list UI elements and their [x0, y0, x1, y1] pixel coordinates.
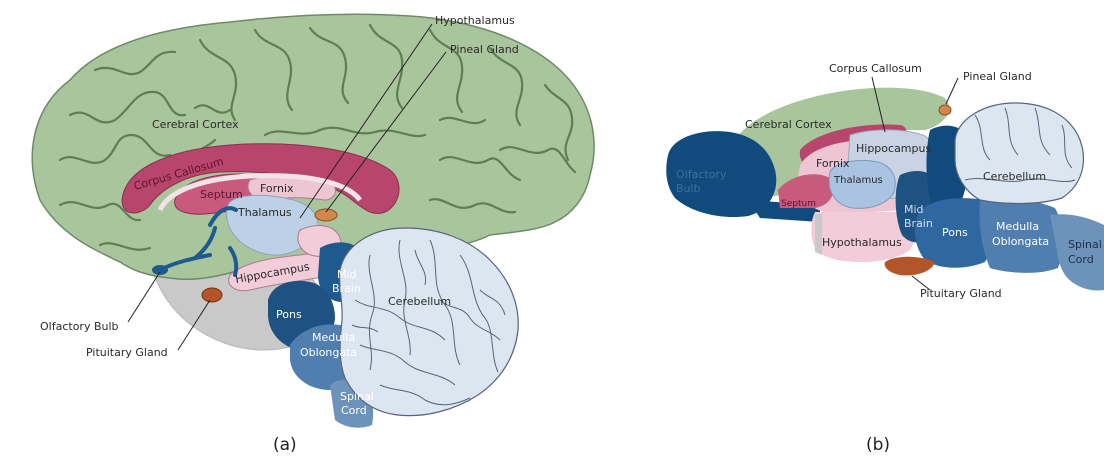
pituitary-gland-b — [885, 257, 935, 276]
label-pons-b: Pons — [942, 226, 968, 239]
label-septum-b: Septum — [781, 199, 816, 209]
label-corpus-callosum-b: Corpus Callosum — [829, 62, 922, 75]
label-spinal-a-2: Cord — [341, 404, 367, 417]
label-fornix-b: Fornix — [816, 157, 850, 170]
label-olfactory-bulb-a: Olfactory Bulb — [40, 320, 119, 333]
label-pituitary-gland-b: Pituitary Gland — [920, 287, 1002, 300]
label-cerebral-cortex-a: Cerebral Cortex — [152, 118, 239, 131]
lead-pineal-b — [946, 78, 958, 104]
panel-a-human-brain: Cerebral Cortex Corpus Callosum Septum F… — [32, 14, 594, 455]
label-hippocampus-b: Hippocampus — [856, 142, 931, 155]
label-olfactory-b-2: Bulb — [676, 182, 701, 195]
cerebellum-b — [955, 103, 1083, 204]
label-hypothalamus-b: Hypothalamus — [822, 236, 902, 249]
label-spinal-b-1: Spinal — [1068, 238, 1102, 251]
label-hypothalamus-a: Hypothalamus — [435, 14, 515, 27]
label-pineal-gland-a: Pineal Gland — [450, 43, 519, 56]
label-medulla-b-1: Medulla — [996, 220, 1039, 233]
label-mid-brain-a-2: Brain — [332, 282, 361, 295]
label-pituitary-gland-a: Pituitary Gland — [86, 346, 168, 359]
label-cerebral-cortex-b: Cerebral Cortex — [745, 118, 832, 131]
label-mid-brain-b-2: Brain — [904, 217, 933, 230]
label-cerebellum-b: Cerebellum — [983, 170, 1046, 183]
label-cerebellum-a: Cerebellum — [388, 295, 451, 308]
panel-b-rodent-brain: Corpus Callosum Pineal Gland Cerebral Co… — [666, 62, 1104, 455]
label-spinal-a-1: Spinal — [340, 390, 374, 403]
label-thalamus-a: Thalamus — [237, 206, 292, 219]
caption-a: (a) — [273, 435, 297, 455]
cerebellum — [340, 228, 519, 416]
label-spinal-b-2: Cord — [1068, 253, 1094, 266]
label-medulla-a-1: Medulla — [312, 331, 355, 344]
label-olfactory-b-1: Olfactory — [676, 168, 727, 181]
label-septum-a: Septum — [200, 188, 243, 201]
label-mid-brain-b-1: Mid — [904, 203, 924, 216]
label-medulla-a-2: Oblongata — [300, 346, 357, 359]
label-mid-brain-a-1: Mid — [337, 268, 357, 281]
label-thalamus-b: Thalamus — [833, 175, 883, 186]
olfactory-bulb-tip — [152, 265, 168, 275]
label-pineal-gland-b: Pineal Gland — [963, 70, 1032, 83]
pineal-gland — [315, 209, 337, 221]
caption-b: (b) — [866, 435, 890, 455]
label-fornix-a: Fornix — [260, 182, 294, 195]
lead-olfactory — [128, 272, 160, 322]
label-medulla-b-2: Oblongata — [992, 235, 1049, 248]
pineal-gland-b — [939, 105, 951, 115]
pituitary-gland — [202, 288, 222, 302]
label-pons-a: Pons — [276, 308, 302, 321]
gray-strip-b — [815, 214, 822, 255]
